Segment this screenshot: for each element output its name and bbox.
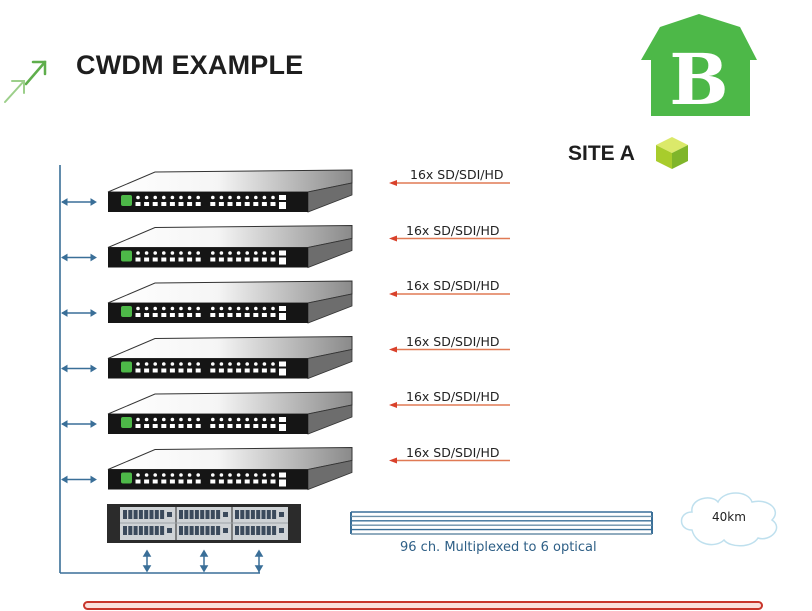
input-arrow bbox=[389, 235, 510, 242]
cloud-icon bbox=[680, 492, 778, 547]
device-logo-icon bbox=[121, 472, 132, 484]
channel-input-label: 16x SD/SDI/HD bbox=[406, 333, 500, 349]
double-arrow-icon bbox=[4, 60, 47, 103]
bus-arrow bbox=[61, 253, 97, 262]
encoder-device bbox=[107, 280, 353, 324]
bus-arrow bbox=[61, 475, 97, 484]
input-arrow bbox=[389, 402, 510, 408]
device-logo-icon bbox=[121, 250, 132, 262]
bus-arrow bbox=[61, 364, 97, 373]
svg-text:B: B bbox=[669, 38, 728, 121]
barn-logo-icon: B bbox=[641, 14, 757, 121]
device-logo-icon bbox=[121, 417, 132, 428]
channel-input-label: 16x SD/SDI/HD bbox=[406, 278, 500, 293]
site-label: SITE A bbox=[568, 142, 635, 165]
input-arrow bbox=[389, 291, 510, 297]
channel-input-label: 16x SD/SDI/HD bbox=[406, 444, 500, 460]
encoder-device bbox=[107, 391, 353, 435]
distance-label: 40km bbox=[712, 510, 746, 524]
cube-icon bbox=[656, 137, 688, 169]
input-arrow bbox=[389, 346, 510, 353]
bus-arrow bbox=[61, 198, 97, 206]
channel-input-label: 16x SD/SDI/HD bbox=[406, 222, 500, 238]
encoder-device bbox=[107, 169, 353, 213]
panel-link-arrows bbox=[142, 549, 264, 573]
encoder-device bbox=[107, 224, 353, 269]
bus-line bbox=[59, 165, 260, 574]
input-arrow bbox=[389, 180, 510, 186]
fiber-bundle bbox=[350, 511, 653, 535]
input-arrow bbox=[389, 457, 510, 464]
page-title: CWDM EXAMPLE bbox=[76, 50, 304, 80]
mux-label: 96 ch. Multiplexed to 6 optical bbox=[400, 540, 597, 555]
channel-input-label: 16x SD/SDI/HD bbox=[406, 389, 500, 404]
bus-arrow bbox=[61, 420, 97, 428]
bottom-red-bar bbox=[83, 601, 763, 610]
encoder-device bbox=[107, 335, 353, 380]
device-logo-icon bbox=[121, 306, 132, 317]
cwdm-mux-panel bbox=[107, 504, 301, 543]
channel-input-label: 16x SD/SDI/HD bbox=[410, 167, 504, 182]
encoder-device bbox=[107, 446, 353, 491]
device-logo-icon bbox=[121, 195, 132, 206]
bus-arrow bbox=[61, 309, 97, 317]
device-logo-icon bbox=[121, 361, 132, 373]
